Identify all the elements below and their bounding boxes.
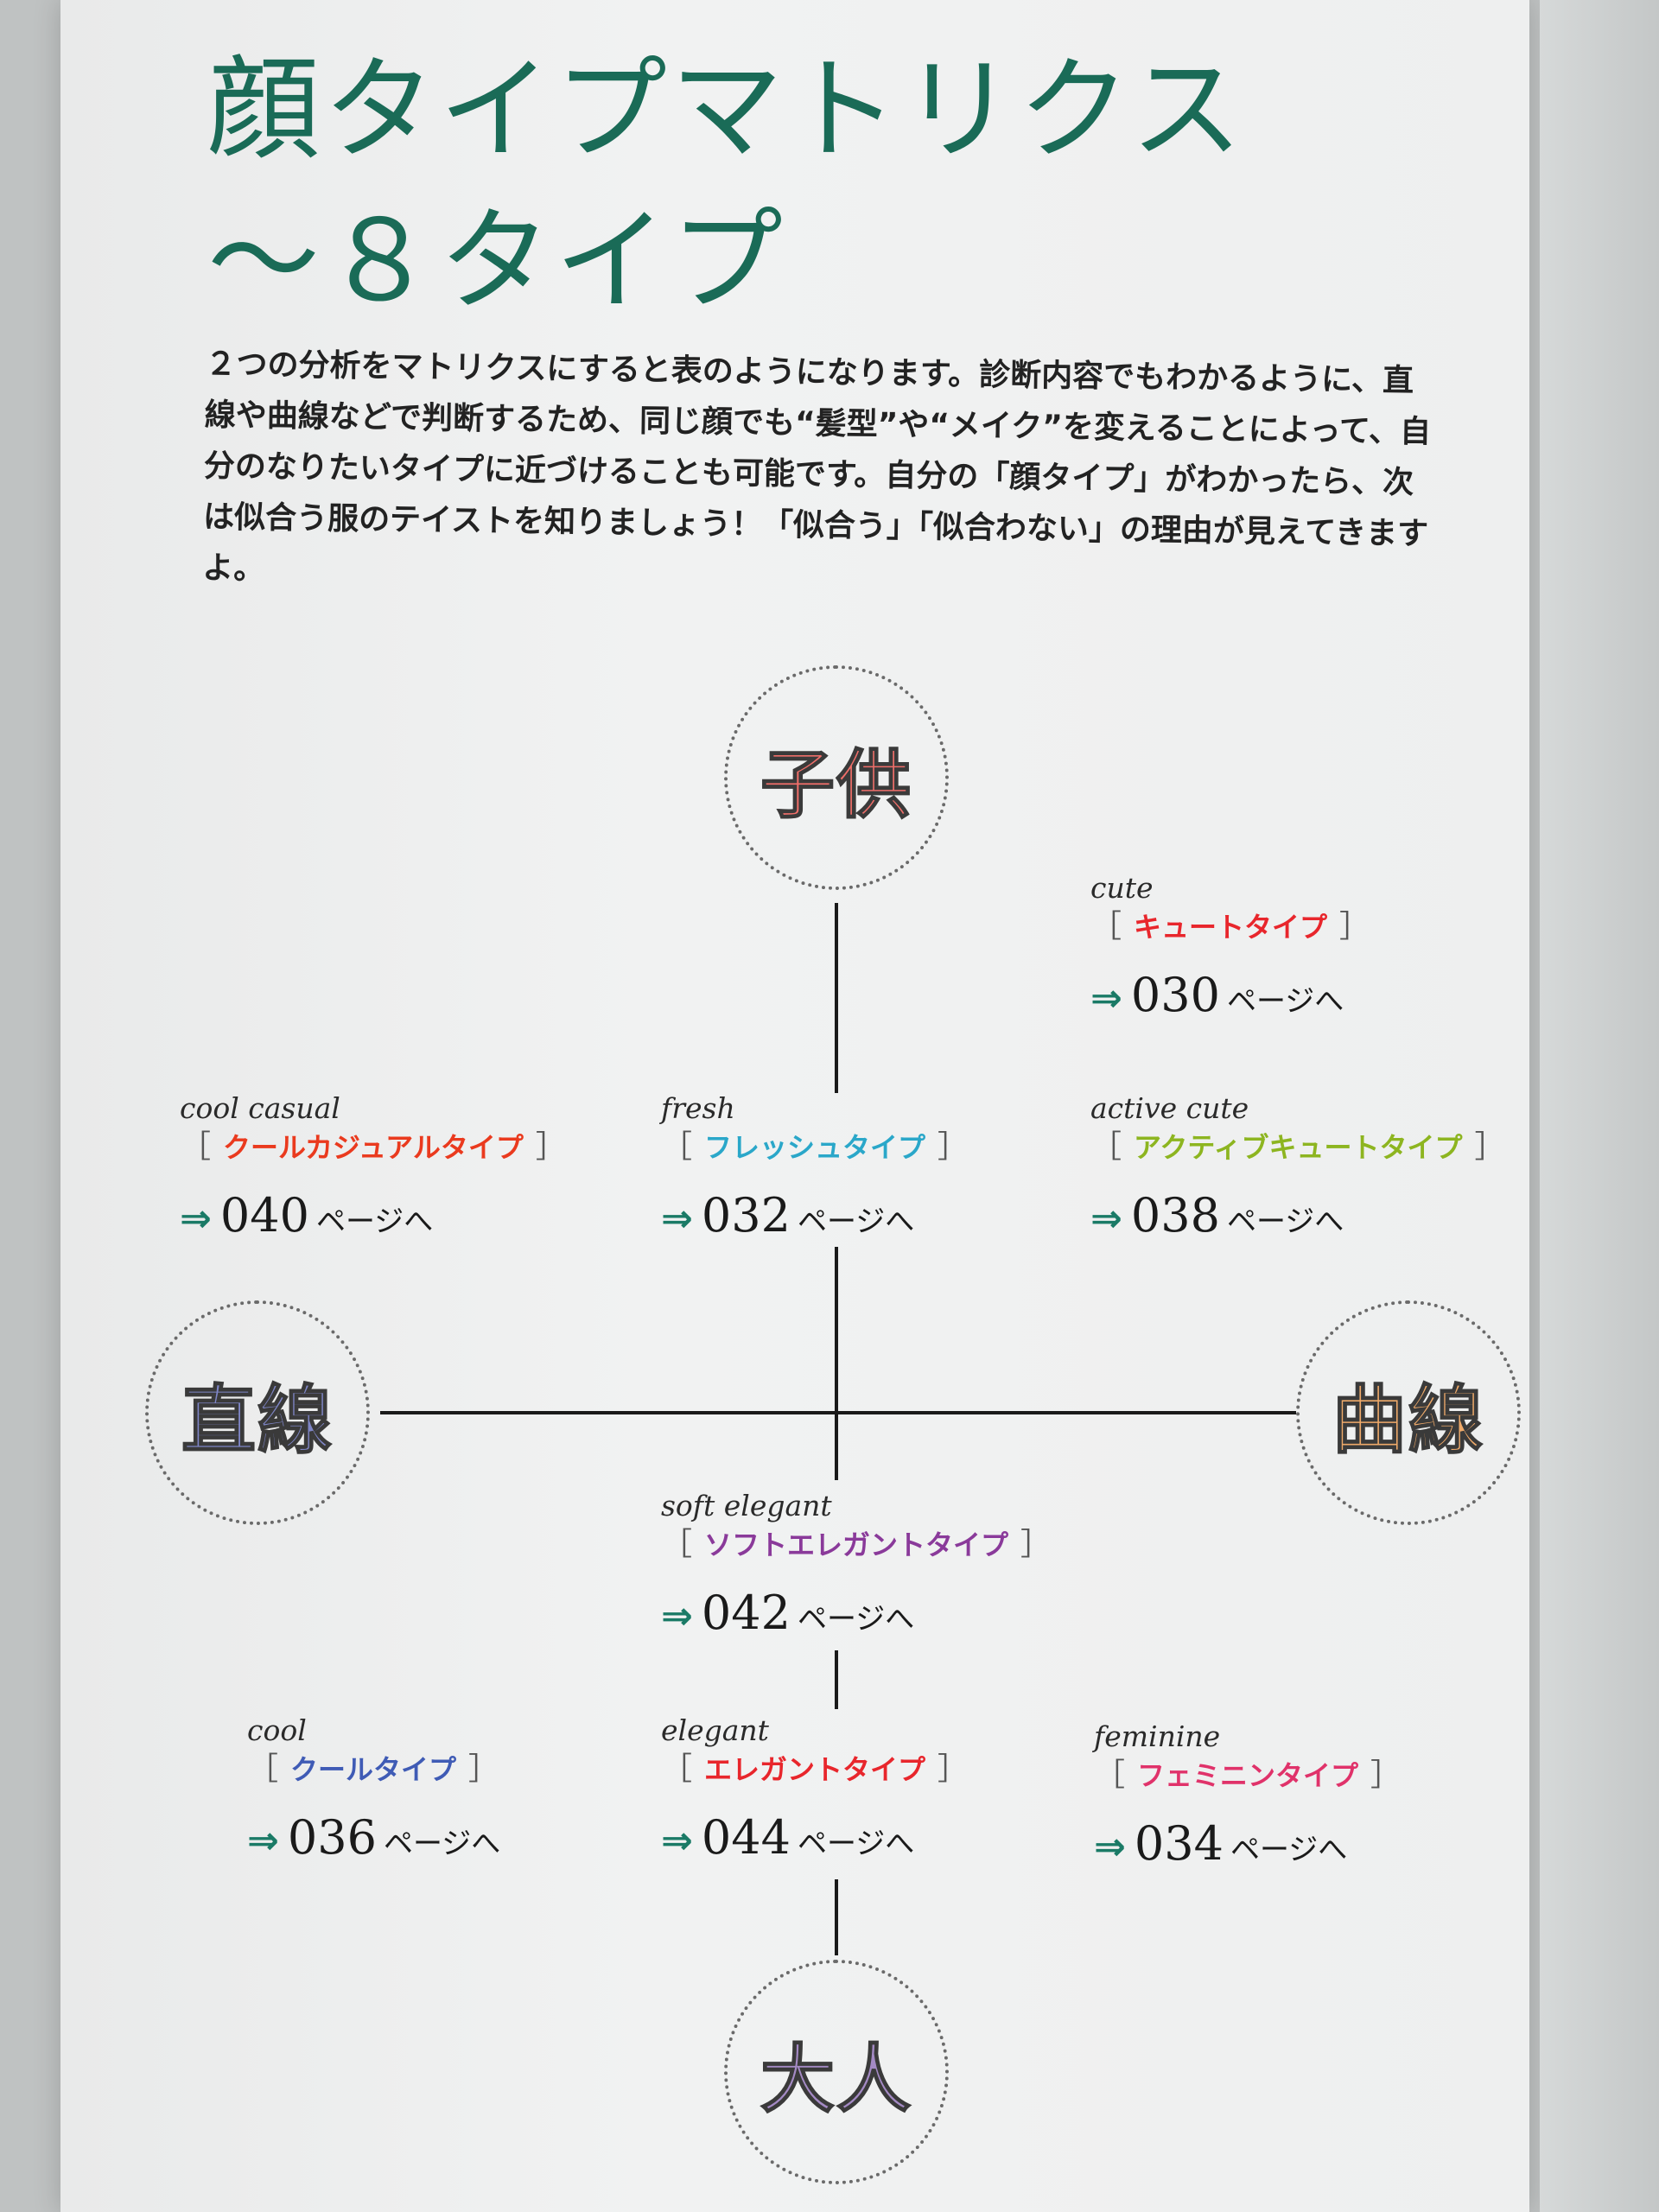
type-en-label: cool casual <box>180 1091 340 1125</box>
page-title: 顔タイプマトリクス ～８タイプ <box>207 35 1331 337</box>
type-jp-label: ［フェミニンタイプ］ <box>1094 1758 1402 1793</box>
axis-left-label: 直線 <box>181 1376 334 1465</box>
type-jp-label: ［エレガントタイプ］ <box>661 1751 969 1787</box>
arrow-icon: ⇒ <box>1090 976 1122 1020</box>
horizontal-axis-line <box>380 1411 1296 1414</box>
type-en-label: fresh <box>661 1091 735 1125</box>
title-line-1: 顔タイプマトリクス <box>207 44 1247 175</box>
arrow-icon: ⇒ <box>1094 1825 1126 1869</box>
axis-top-circle: 子供 <box>724 665 949 890</box>
arrow-icon: ⇒ <box>661 1819 693 1863</box>
arrow-icon: ⇒ <box>661 1197 693 1241</box>
type-jp-label: ［ソフトエレガントタイプ］ <box>661 1527 1052 1562</box>
type-en-label: active cute <box>1090 1091 1249 1125</box>
type-en-label: elegant <box>661 1713 769 1747</box>
type-jp-label: ［フレッシュタイプ］ <box>661 1129 969 1165</box>
type-jp-label: ［アクティブキュートタイプ］ <box>1090 1129 1506 1165</box>
arrow-icon: ⇒ <box>1090 1197 1122 1241</box>
axis-top-label: 子供 <box>760 741 912 830</box>
title-line-2: ～８タイプ <box>207 195 787 327</box>
intro-paragraph: ２つの分析をマトリクスにすると表のようになります。診断内容でもわかるように、直線… <box>202 346 1432 587</box>
book-page <box>60 0 1529 2212</box>
axis-left-circle: 直線 <box>145 1300 370 1525</box>
axis-right-label: 曲線 <box>1332 1376 1484 1465</box>
vertical-axis-line-top <box>835 903 838 1093</box>
vertical-axis-line-lower <box>835 1650 838 1709</box>
arrow-icon: ⇒ <box>180 1197 212 1241</box>
type-jp-label: ［クールタイプ］ <box>247 1751 500 1787</box>
axis-bottom-circle: 大人 <box>724 1960 949 2184</box>
arrow-icon: ⇒ <box>247 1819 279 1863</box>
type-en-label: feminine <box>1094 1719 1221 1753</box>
arrow-icon: ⇒ <box>661 1594 693 1638</box>
type-en-label: soft elegant <box>661 1489 832 1522</box>
vertical-axis-line-bottom <box>835 1879 838 1955</box>
type-en-label: cool <box>247 1713 307 1747</box>
axis-bottom-label: 大人 <box>760 2036 912 2124</box>
type-jp-label: ［クールカジュアルタイプ］ <box>180 1129 567 1165</box>
page-edge <box>1540 0 1659 2212</box>
type-en-label: cute <box>1090 871 1154 905</box>
vertical-axis-line-middle <box>835 1247 838 1480</box>
type-jp-label: ［キュートタイプ］ <box>1090 909 1371 944</box>
axis-right-circle: 曲線 <box>1296 1300 1521 1525</box>
